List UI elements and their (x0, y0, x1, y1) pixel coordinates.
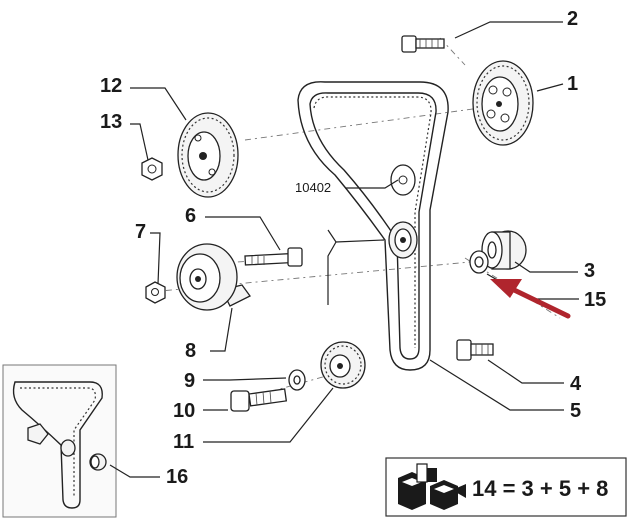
crankshaft-gear (320, 341, 366, 389)
callout-labels: 1 2 12 13 10402 6 7 3 15 8 9 4 10 5 11 1… (100, 8, 606, 488)
inset-diagram (2, 364, 117, 518)
callout-10: 10 (173, 400, 195, 422)
callout-4: 4 (570, 373, 582, 395)
callout-16: 16 (166, 466, 188, 488)
callout-13: 13 (100, 111, 122, 133)
callout-15: 15 (584, 289, 606, 311)
callout-3: 3 (584, 260, 595, 282)
kit-box-icon (398, 463, 466, 510)
callout-9: 9 (184, 370, 195, 392)
callout-5: 5 (570, 400, 581, 422)
kit-formula-text: 14 = 3 + 5 + 8 (472, 476, 608, 501)
callout-2: 2 (567, 8, 578, 30)
belt-idler-upper (390, 164, 416, 196)
kit-formula-box: 14 = 3 + 5 + 8 (385, 457, 627, 517)
belt-tensioner (388, 221, 418, 259)
tensioner-pulley (176, 243, 251, 311)
nut-7 (145, 281, 166, 304)
callout-10402: 10402 (295, 180, 331, 195)
crank-bolt-10 (230, 388, 288, 412)
idler-roller-3 (481, 230, 527, 270)
callout-7: 7 (135, 221, 146, 243)
bolt-4 (456, 339, 494, 361)
timing-belt (297, 81, 449, 371)
callout-12: 12 (100, 75, 122, 97)
stud-bolt-6 (244, 247, 303, 267)
nut-13 (141, 157, 163, 181)
bolt-top (401, 35, 445, 53)
callout-11: 11 (173, 431, 194, 453)
camshaft-pulley-right (472, 60, 534, 146)
camshaft-pulley-left (177, 112, 239, 198)
highlight-arrow (490, 279, 571, 319)
washer-15 (469, 250, 489, 274)
callout-1: 1 (567, 73, 578, 95)
washer-9 (288, 369, 306, 391)
callout-6: 6 (185, 205, 196, 227)
callout-8: 8 (185, 340, 196, 362)
